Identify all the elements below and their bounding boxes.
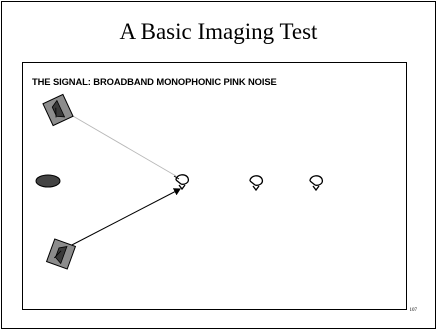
slide-title: A Basic Imaging Test — [119, 19, 318, 44]
diagram-frame — [22, 62, 407, 310]
speaker-icon — [42, 93, 74, 127]
lower-sound-ray — [67, 188, 181, 248]
ear-icon — [249, 175, 264, 192]
ear-icon — [309, 175, 324, 192]
speaker-icon — [45, 238, 77, 270]
upper-sound-ray — [65, 111, 177, 177]
signal-caption: THE SIGNAL: BROADBAND MONOPHONIC PINK NO… — [32, 76, 277, 87]
page-number: 107 — [409, 308, 418, 313]
head-icon — [35, 174, 61, 188]
ear-icon — [173, 174, 190, 191]
